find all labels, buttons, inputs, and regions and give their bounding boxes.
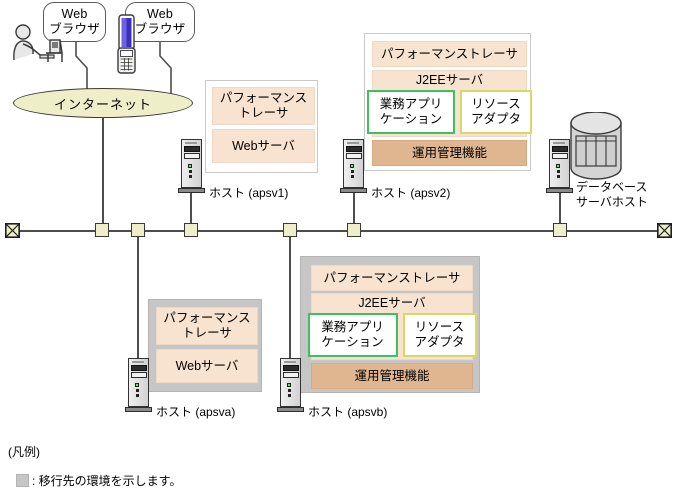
apsvb-resource-adapter-line2: アダプタ <box>414 335 465 349</box>
legend-text-migration: : 移行先の環境を示します。 <box>32 474 182 488</box>
internet-label: インターネット <box>53 96 152 112</box>
apsv2-business-application-line2: ケーション <box>379 112 443 126</box>
apsv2-resource-adapter-line1: リソース <box>471 97 521 111</box>
host-apsvb-panel: パフォーマンストレーサ J2EEサーバ 業務アプリ ケーション リソース アダプ… <box>300 256 480 393</box>
database-server-caption-line1: データベース <box>576 180 648 194</box>
host-apsv1-caption: ホスト (apsv1) <box>209 186 289 200</box>
apsvb-j2ee-title: J2EEサーバ <box>358 296 426 310</box>
database-server-tower-icon <box>546 139 573 193</box>
host-apsv2-caption: ホスト (apsv2) <box>371 186 451 200</box>
apsvb-business-application-line1: 業務アプリ <box>321 320 384 334</box>
web-browser-bubble-mobile-line1: Web <box>146 7 174 21</box>
legend-swatch-migration <box>16 474 29 487</box>
internet-to-bus-link <box>102 117 104 229</box>
apsv1-to-bus-link <box>190 193 192 229</box>
internet-cloud: インターネット <box>13 88 193 118</box>
network-tap-database <box>553 223 567 237</box>
network-bus-line <box>12 229 664 232</box>
client-to-internet-links <box>75 42 172 95</box>
database-cylinder-icon <box>568 111 624 184</box>
apsva-performance-tracer: パフォーマンス トレーサ <box>156 307 258 345</box>
person-at-desk-icon <box>10 24 68 64</box>
database-server-to-bus-link <box>559 193 561 229</box>
host-apsv1-tower-icon <box>178 139 205 193</box>
apsvb-operation-management: 運用管理機能 <box>311 363 473 389</box>
apsv2-performance-tracer: パフォーマンストレーサ <box>372 41 527 67</box>
legend-row-migration-target: : 移行先の環境を示します。 <box>16 472 181 489</box>
apsv2-resource-adapter: リソース アダプタ <box>460 90 532 134</box>
host-apsva-tower-icon <box>125 358 152 412</box>
host-apsva-panel: パフォーマンス トレーサ Webサーバ <box>148 299 262 392</box>
apsvb-to-bus-link <box>289 237 291 360</box>
apsva-to-bus-link <box>137 237 139 360</box>
apsv2-resource-adapter-line2: アダプタ <box>470 112 521 126</box>
apsv2-to-bus-link <box>353 193 355 229</box>
apsva-web-server: Webサーバ <box>156 349 258 383</box>
web-browser-bubble-pc-line2: ブラウザ <box>49 22 100 36</box>
web-browser-bubble-pc-line1: Web <box>61 7 88 21</box>
bus-terminator-left-icon <box>5 223 20 238</box>
legend-title: (凡例) <box>8 445 40 459</box>
network-tap-apsv1 <box>184 223 198 237</box>
apsv2-j2ee-server: J2EEサーバ 業務アプリ ケーション リソース アダプタ <box>367 70 532 137</box>
apsv2-business-application-line1: 業務アプリ <box>379 97 443 111</box>
apsv1-performance-tracer: パフォーマンス トレーサ <box>212 87 315 125</box>
apsv1-web-server: Webサーバ <box>212 129 315 163</box>
apsvb-j2ee-server: J2EEサーバ 業務アプリ ケーション リソース アダプタ <box>307 293 477 360</box>
host-apsv1-panel: パフォーマンス トレーサ Webサーバ <box>205 80 318 173</box>
mobile-phone-icon <box>116 14 140 76</box>
web-browser-bubble-mobile-line2: ブラウザ <box>134 22 186 36</box>
apsv2-business-application: 業務アプリ ケーション <box>367 90 455 134</box>
apsva-performance-tracer-line2: トレーサ <box>182 326 232 340</box>
apsv2-operation-management: 運用管理機能 <box>372 140 527 166</box>
apsvb-performance-tracer: パフォーマンストレーサ <box>311 265 473 291</box>
bus-terminator-right-icon <box>657 223 672 238</box>
apsvb-resource-adapter-line1: リソース <box>414 320 465 334</box>
host-apsv2-panel: パフォーマンストレーサ J2EEサーバ 業務アプリ ケーション リソース アダプ… <box>364 33 532 171</box>
host-apsv2-tower-icon <box>340 139 367 193</box>
apsvb-business-application: 業務アプリ ケーション <box>307 313 398 357</box>
apsv1-performance-tracer-line2: トレーサ <box>238 106 289 120</box>
apsvb-business-application-line2: ケーション <box>321 335 384 349</box>
host-apsva-caption: ホスト (apsva) <box>156 405 236 419</box>
apsv1-performance-tracer-line1: パフォーマンス <box>219 91 308 105</box>
network-tap-apsva <box>131 223 145 237</box>
network-tap-apsvb <box>283 223 297 237</box>
network-tap-apsv2 <box>347 223 361 237</box>
apsvb-resource-adapter: リソース アダプタ <box>402 313 477 357</box>
apsva-performance-tracer-line1: パフォーマンス <box>163 311 251 325</box>
host-apsvb-caption: ホスト (apsvb) <box>308 405 388 419</box>
web-browser-bubble-mobile: Web ブラウザ <box>125 2 195 42</box>
database-server-caption-line2: サーバホスト <box>576 195 648 209</box>
host-apsvb-tower-icon <box>277 358 304 412</box>
web-browser-bubble-pc: Web ブラウザ <box>43 2 106 42</box>
apsv2-j2ee-title: J2EEサーバ <box>415 73 484 87</box>
network-tap-internet <box>95 223 109 237</box>
